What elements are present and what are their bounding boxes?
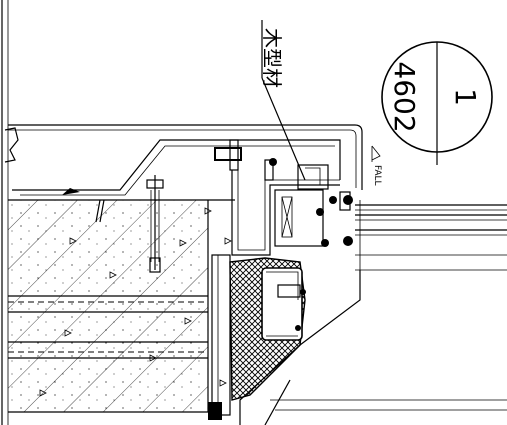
support-lines (239, 270, 507, 425)
callout-leader (261, 20, 306, 181)
detail-number: 1 (449, 88, 482, 106)
foam-insulation (208, 254, 306, 420)
steel-bracket (214, 139, 340, 256)
detail-sheet-number: 4602 (388, 61, 421, 132)
concrete-slab (8, 199, 235, 413)
fall-label: FALL (372, 165, 382, 186)
wood-profile (274, 164, 337, 247)
glazing-unit (339, 191, 507, 300)
coping-flashing (4, 124, 363, 196)
callout-label: 木型材 (260, 28, 284, 88)
anchor-bolt-left (95, 175, 164, 273)
fall-arrow (371, 145, 381, 162)
detail-marker (381, 41, 493, 165)
drawing-frame (1, 0, 9, 425)
